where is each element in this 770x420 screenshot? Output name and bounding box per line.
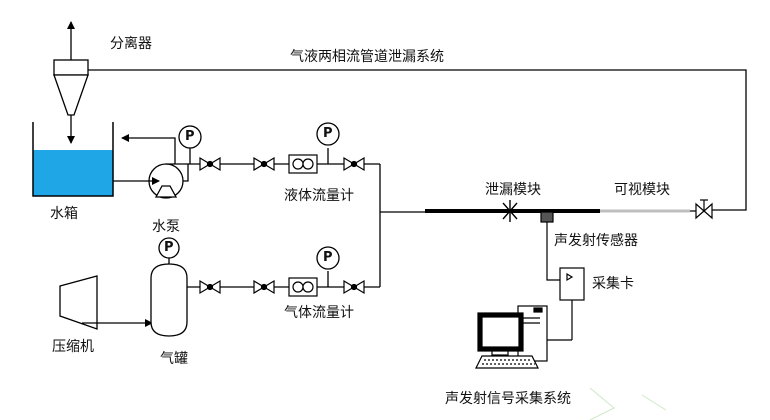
water-pump-label: 水泵: [152, 219, 180, 235]
gas-valve-1: [199, 279, 221, 295]
separator: [53, 21, 89, 144]
return-line: [88, 69, 747, 211]
compressor-label: 压缩机: [52, 339, 94, 355]
gas-flowmeter-gauge: [316, 246, 340, 287]
visual-module-label: 可视模块: [614, 182, 670, 198]
ae-sensor-label: 声发射传感器: [554, 233, 638, 249]
liquid-valve-1: [199, 156, 221, 172]
gas-flowmeter-label: 气体流量计: [284, 305, 354, 321]
liquid-flowmeter: [288, 154, 318, 174]
liquid-valve-3: [343, 156, 365, 172]
gas-tank-label: 气罐: [160, 351, 188, 367]
leak-module-label: 泄漏模块: [485, 182, 541, 198]
compressor: [59, 275, 153, 330]
water-tank: [32, 122, 114, 197]
water-pump: [113, 134, 189, 199]
gas-valve-3: [343, 279, 365, 295]
ae-sensor: [540, 211, 560, 281]
acquisition-card: [547, 267, 585, 341]
liquid-flowmeter-label: 液体流量计: [284, 188, 354, 204]
system-title: 气液两相流管道泄漏系统: [290, 49, 444, 65]
water-tank-label: 水箱: [50, 206, 78, 222]
liquid-valve-2: [253, 156, 275, 172]
gauge-p-liquid: P: [323, 126, 333, 141]
visual-module-valve: [695, 199, 713, 220]
gas-valve-2: [253, 279, 275, 295]
gauge-p-gas: P: [323, 250, 333, 265]
acq-card-label: 采集卡: [592, 276, 634, 292]
pump-pressure-gauge: [178, 125, 202, 164]
gas-line: [187, 212, 381, 288]
computer-icon: [475, 305, 548, 369]
gas-tank: [150, 237, 188, 337]
gauge-p-tank: P: [164, 240, 174, 255]
separator-label: 分离器: [110, 36, 152, 52]
liquid-flowmeter-gauge: [316, 122, 340, 164]
gas-flowmeter: [288, 277, 318, 297]
gauge-p-pump: P: [185, 129, 195, 144]
water-fill: [33, 150, 113, 196]
ae-system-label: 声发射信号采集系统: [445, 391, 571, 407]
decorative-lines: [589, 387, 667, 420]
leak-point-icon: [500, 200, 520, 222]
